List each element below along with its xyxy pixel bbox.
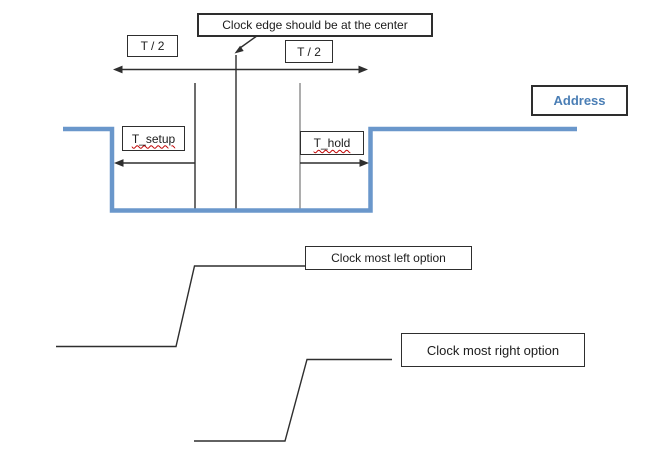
address-label: Address [553,93,606,108]
t-hold-arrowhead [359,159,369,167]
t-half-span-arrowhead-right [358,65,368,74]
clock-right-waveform [194,358,392,442]
callout-leader-arrowhead [234,45,244,54]
clock-left-waveform [56,265,305,348]
address-signal-waveform [63,126,577,213]
clock-right-option-box: Clock most right option [401,333,585,367]
clock-left-option-box: Clock most left option [305,246,472,270]
t-setup-arrowhead [114,159,124,167]
t-hold-label: T_hold [313,136,351,150]
t-hold-box: T_hold [300,131,364,155]
clock-right-option-label: Clock most right option [426,342,560,358]
clock-edge-callout-box: Clock edge should be at the center [197,13,433,37]
t-half-left-label: T / 2 [140,39,165,53]
clock-left-option-label: Clock most left option [331,251,446,265]
address-label-box: Address [531,85,628,116]
t-setup-box: T_setup [122,126,185,151]
clock-edge-callout-label: Clock edge should be at the center [222,18,408,32]
t-setup-label: T_setup [131,131,176,146]
t-half-right-box: T / 2 [285,40,333,63]
t-half-right-label: T / 2 [297,44,321,59]
t-half-left-box: T / 2 [127,35,178,57]
t-half-span-arrowhead-left [113,65,123,74]
